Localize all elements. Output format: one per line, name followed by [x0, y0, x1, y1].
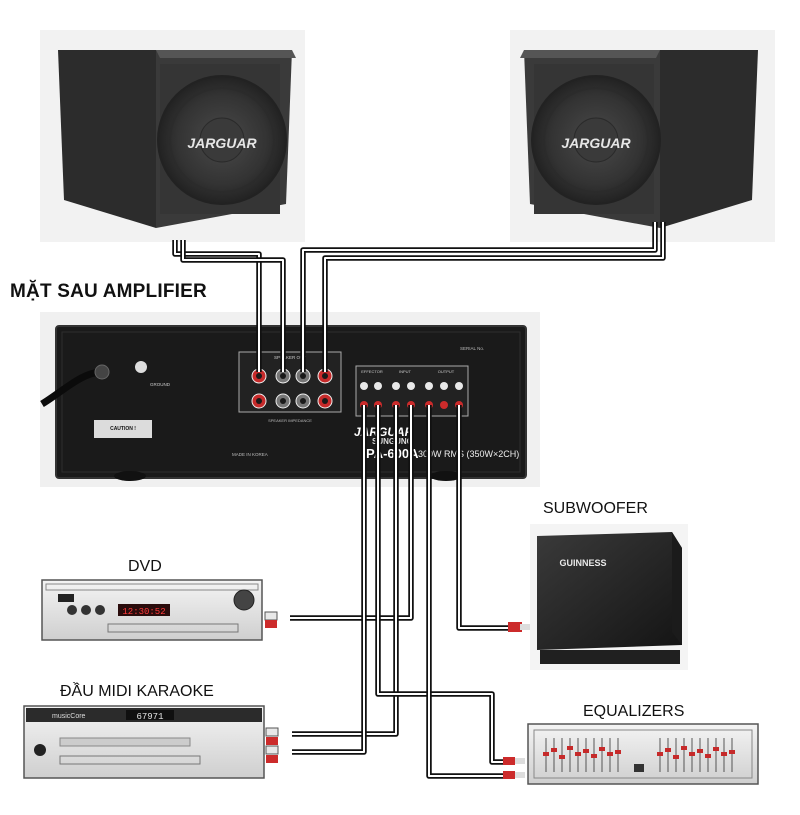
caution-label: CAUTION !	[110, 426, 136, 432]
speaker-left-brand: JARGUAR	[187, 135, 257, 151]
amp-maker: SUNGUNG	[372, 437, 413, 446]
speaker-left: JARGUAR	[40, 30, 305, 242]
impedance-label: SPEAKER IMPEDANCE	[268, 418, 312, 423]
dvd-label: DVD	[128, 558, 162, 575]
amp-brand: JARGUAR	[354, 425, 414, 439]
dvd-player: 12:30:52	[41, 579, 278, 641]
subwoofer-brand: GUINNESS	[559, 558, 606, 568]
subwoofer-label: SUBWOOFER	[543, 500, 648, 517]
speaker-right-brand: JARGUAR	[561, 135, 631, 151]
effector-label: EFFECTOR	[361, 369, 383, 374]
eq-knobs	[543, 746, 735, 759]
speaker-out-label: SPEAKER OUT	[274, 355, 306, 360]
input-label: INPUT	[399, 369, 412, 374]
output-label: OUTPUT	[438, 369, 455, 374]
amp-power: 300W RMS (350W×2CH)	[418, 449, 519, 459]
midi-brand: musicCore	[52, 713, 86, 720]
equalizers-label: EQUALIZERS	[583, 703, 685, 720]
cables	[172, 222, 666, 779]
serial-label: SERIAL No.	[460, 346, 484, 351]
midi-karaoke-label: ĐẦU MIDI KARAOKE	[60, 683, 214, 700]
midi-display: 67971	[136, 712, 163, 722]
speaker-terminals	[251, 368, 333, 409]
made-in-label: MADE IN KOREA	[232, 452, 268, 457]
dvd-display: 12:30:52	[122, 607, 165, 617]
ground-label: GROUND	[150, 382, 171, 387]
speaker-right: JARGUAR	[510, 30, 775, 242]
amplifier-rear: GROUND CAUTION ! MADE IN KOREA SERIAL No…	[40, 312, 540, 487]
midi-player: musicCore 67971	[23, 705, 279, 779]
subwoofer: GUINNESS	[508, 524, 688, 670]
amplifier-rear-label: MẶT SAU AMPLIFIER	[10, 281, 207, 302]
equalizer	[503, 723, 759, 785]
